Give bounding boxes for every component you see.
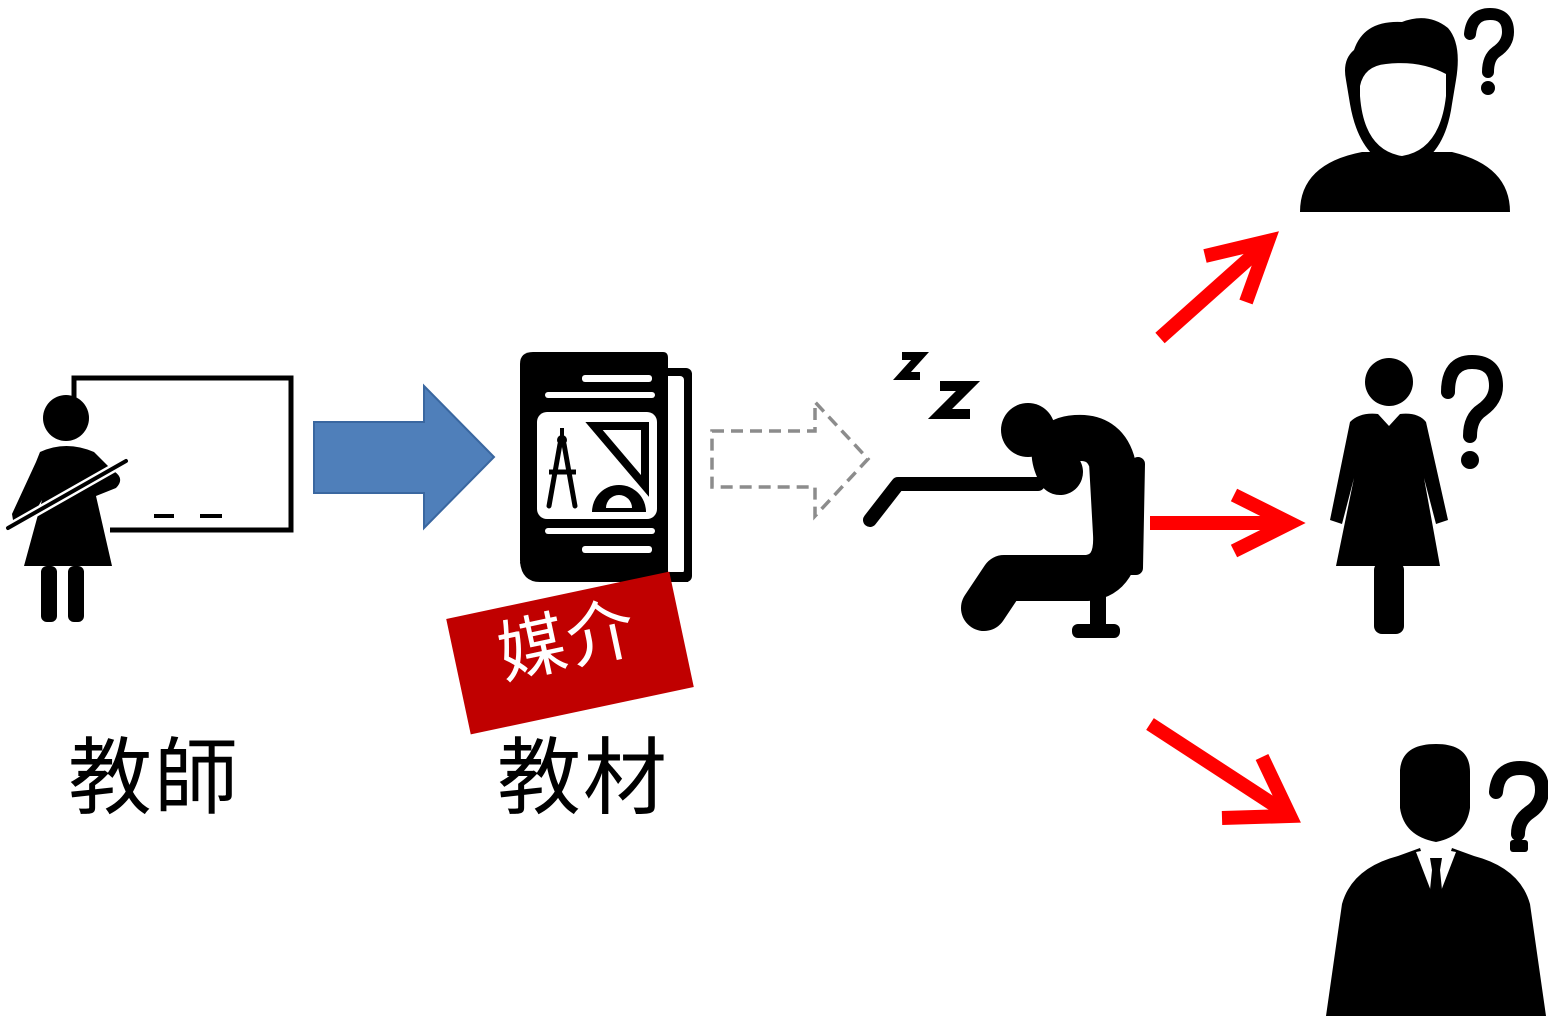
question-mark-icon bbox=[1489, 760, 1548, 852]
confused-businessman-icon bbox=[1326, 744, 1548, 1016]
teacher-at-whiteboard-icon bbox=[3, 375, 294, 622]
question-mark-icon bbox=[1441, 354, 1504, 469]
geometry-textbook-icon bbox=[520, 352, 692, 582]
red-arrow-up bbox=[1155, 231, 1279, 344]
teacher-figure bbox=[3, 395, 131, 622]
confused-man-icon bbox=[1300, 7, 1515, 212]
blue-arrow bbox=[313, 383, 496, 531]
material-label: 教材 bbox=[497, 729, 670, 827]
sleeping-student-icon bbox=[863, 352, 1145, 638]
dashed-arrow bbox=[710, 397, 871, 521]
whiteboard bbox=[71, 375, 294, 533]
red-arrow-down bbox=[1146, 718, 1301, 825]
question-mark-icon bbox=[1464, 7, 1515, 95]
teacher-label: 教師 bbox=[68, 729, 241, 827]
confused-woman-icon bbox=[1330, 354, 1504, 634]
red-arrow-right bbox=[1150, 488, 1306, 558]
zzz-icon bbox=[893, 352, 981, 419]
